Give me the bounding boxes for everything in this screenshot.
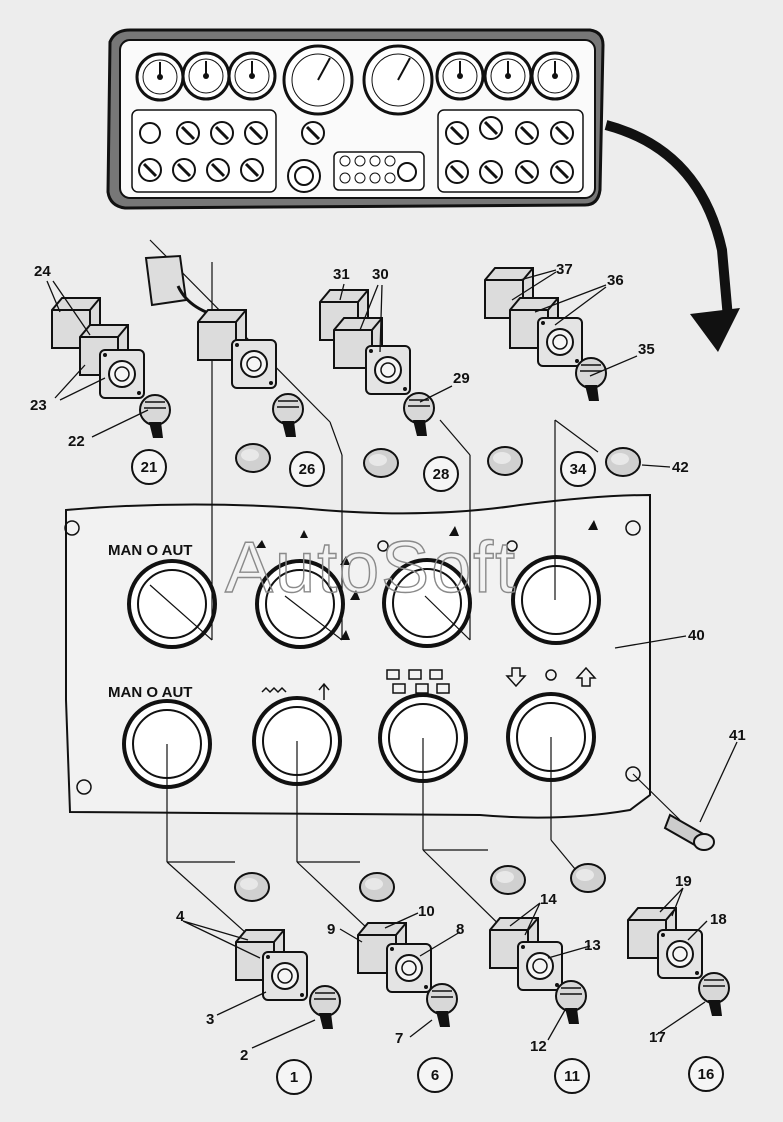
dashboard-overview bbox=[106, 28, 605, 210]
position-markers: 21 26 28 34 1 6 11 16 bbox=[131, 449, 724, 1095]
callout-8: 8 bbox=[456, 921, 464, 938]
callout-2: 2 bbox=[240, 1047, 248, 1064]
gauge-6-icon bbox=[530, 51, 580, 101]
position-6: 6 bbox=[431, 1067, 439, 1084]
bottom-exploded-switches bbox=[166, 737, 730, 1030]
callout-23: 23 bbox=[30, 397, 47, 414]
callout-18: 18 bbox=[710, 911, 727, 928]
position-16: 16 bbox=[698, 1066, 715, 1083]
gauge-2-icon bbox=[181, 51, 231, 101]
row2-symbols-icon bbox=[261, 666, 597, 700]
callout-30: 30 bbox=[372, 266, 389, 283]
switch-panel-plate: MAN O AUT MAN O AUT AutoSoft bbox=[64, 420, 651, 819]
callout-4: 4 bbox=[176, 908, 185, 925]
gauge-1-icon bbox=[135, 52, 185, 102]
watermark-text: AutoSoft bbox=[225, 528, 517, 608]
callout-3: 3 bbox=[206, 1011, 214, 1028]
detail-arrow-icon bbox=[604, 120, 740, 352]
callout-17: 17 bbox=[649, 1029, 666, 1046]
callout-13: 13 bbox=[584, 937, 601, 954]
speedometer-icon bbox=[362, 44, 434, 116]
callout-22: 22 bbox=[68, 433, 85, 450]
callout-41: 41 bbox=[729, 727, 746, 744]
tachometer-icon bbox=[282, 44, 354, 116]
bolt-icon bbox=[632, 773, 715, 851]
callout-37: 37 bbox=[556, 261, 573, 278]
gauge-5-icon bbox=[483, 51, 533, 101]
callout-19: 19 bbox=[675, 873, 692, 890]
position-1: 1 bbox=[290, 1069, 298, 1086]
callout-labels: 24 23 22 31 30 29 37 36 35 42 40 41 4 3 … bbox=[30, 261, 746, 1064]
position-26: 26 bbox=[299, 461, 316, 478]
row2-mode-label: MAN O AUT bbox=[108, 684, 192, 701]
gauge-4-icon bbox=[435, 51, 485, 101]
callout-31: 31 bbox=[333, 266, 350, 283]
position-34: 34 bbox=[570, 461, 587, 478]
row1-mode-label: MAN O AUT bbox=[108, 542, 192, 559]
callout-10: 10 bbox=[418, 903, 435, 920]
callout-35: 35 bbox=[638, 341, 655, 358]
callout-29: 29 bbox=[453, 370, 470, 387]
position-28: 28 bbox=[433, 466, 450, 483]
top-exploded-switches bbox=[51, 239, 641, 478]
plough-symbol-icon bbox=[256, 520, 598, 640]
callout-9: 9 bbox=[327, 921, 335, 938]
callout-7: 7 bbox=[395, 1030, 403, 1047]
leader-lines bbox=[46, 269, 738, 1049]
position-21: 21 bbox=[141, 459, 158, 476]
callout-14: 14 bbox=[540, 891, 557, 908]
callout-40: 40 bbox=[688, 627, 705, 644]
connector-plug-icon bbox=[144, 254, 229, 320]
callout-24: 24 bbox=[34, 263, 51, 280]
callout-36: 36 bbox=[607, 272, 624, 289]
callout-12: 12 bbox=[530, 1038, 547, 1055]
gauge-3-icon bbox=[227, 51, 277, 101]
position-11: 11 bbox=[564, 1068, 580, 1085]
callout-42: 42 bbox=[672, 459, 689, 476]
